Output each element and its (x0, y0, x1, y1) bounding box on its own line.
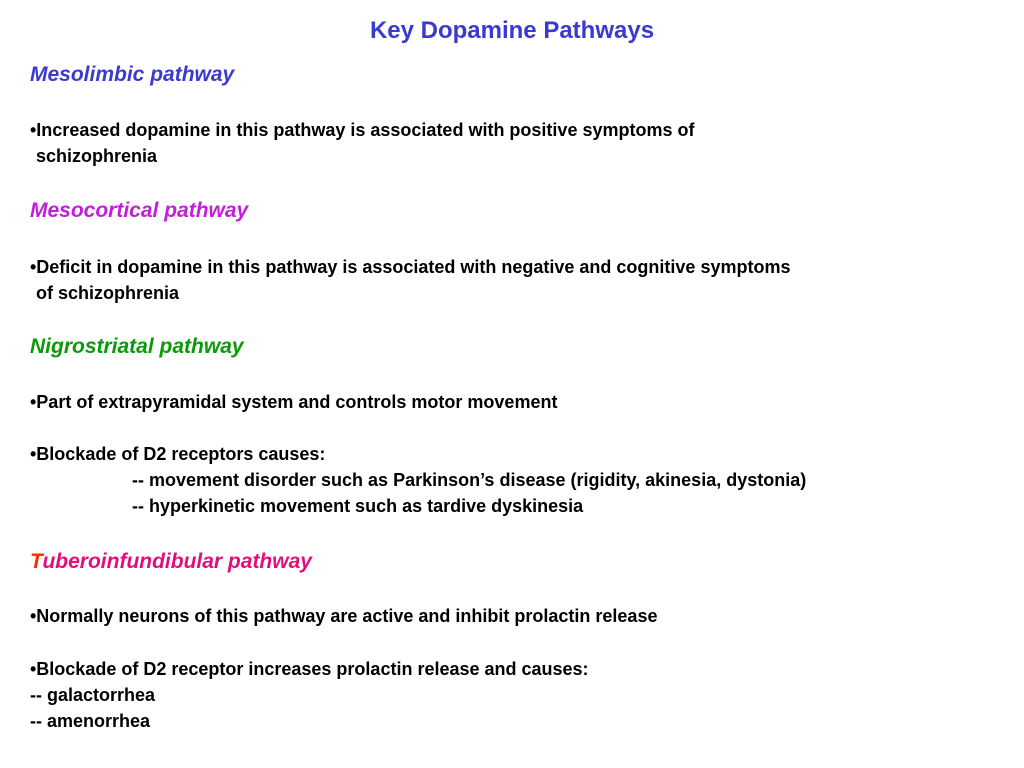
mesolimbic-bullet-line2: schizophrenia (36, 146, 158, 166)
tuberoinfundibular-dash-1: -- galactorrhea (30, 685, 156, 705)
mesolimbic-section: Mesolimbic pathway (30, 62, 990, 88)
nigrostriatal-bullet-2: •Blockade of D2 receptors causes: -- mov… (30, 441, 990, 519)
tuberoinfundibular-bullet-2-text: •Blockade of D2 receptor increases prola… (30, 659, 589, 679)
mesolimbic-bullet-line1: •Increased dopamine in this pathway is a… (30, 120, 695, 140)
tuberoinfundibular-heading-rest: uberoinfundibular pathway (42, 550, 312, 573)
mesocortical-bullet-line1: •Deficit in dopamine in this pathway is … (30, 257, 791, 277)
slide-title: Key Dopamine Pathways (369, 17, 655, 44)
nigrostriatal-bullet-1-text: •Part of extrapyramidal system and contr… (30, 392, 558, 412)
mesolimbic-bullet: •Increased dopamine in this pathway is a… (30, 117, 990, 169)
nigrostriatal-section: Nigrostriatal pathway (30, 334, 990, 360)
mesocortical-bullet: •Deficit in dopamine in this pathway is … (30, 254, 990, 306)
nigrostriatal-sub-1: -- movement disorder such as Parkinson’s… (132, 470, 807, 490)
tuberoinfundibular-heading-first-letter: T (30, 550, 43, 573)
tuberoinfundibular-bullet-2: •Blockade of D2 receptor increases prola… (30, 656, 990, 734)
tuberoinfundibular-dash-2: -- amenorrhea (30, 711, 151, 731)
mesocortical-bullet-line2: of schizophrenia (36, 283, 180, 303)
tuberoinfundibular-heading: Tuberoinfundibular pathway (30, 549, 990, 575)
nigrostriatal-bullet-1: •Part of extrapyramidal system and contr… (30, 389, 990, 415)
mesolimbic-heading: Mesolimbic pathway (30, 63, 235, 86)
nigrostriatal-sub-2: -- hyperkinetic movement such as tardive… (132, 496, 584, 516)
nigrostriatal-heading: Nigrostriatal pathway (30, 335, 244, 358)
mesocortical-heading: Mesocortical pathway (30, 199, 249, 222)
tuberoinfundibular-section: Tuberoinfundibular pathway (30, 549, 990, 575)
mesocortical-section: Mesocortical pathway (30, 198, 990, 224)
tuberoinfundibular-bullet-1: •Normally neurons of this pathway are ac… (30, 603, 990, 629)
nigrostriatal-bullet-2-text: •Blockade of D2 receptors causes: (30, 444, 326, 464)
tuberoinfundibular-bullet-1-text: •Normally neurons of this pathway are ac… (30, 606, 658, 626)
